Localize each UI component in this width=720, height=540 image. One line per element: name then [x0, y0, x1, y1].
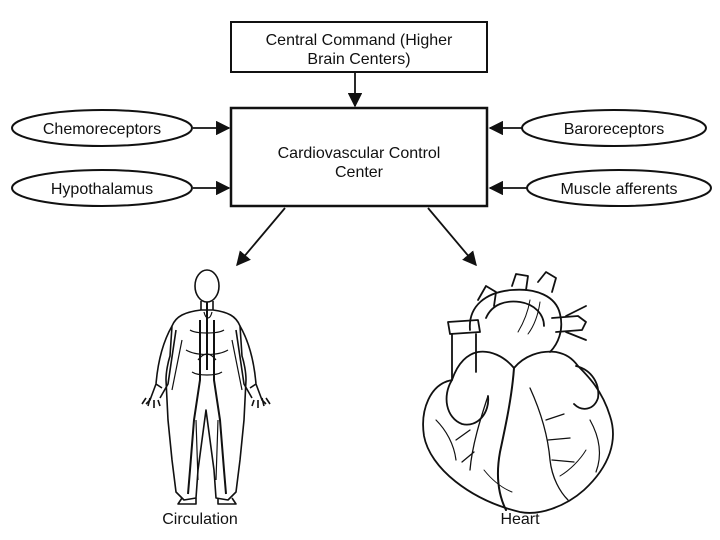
heart-illustration: [422, 271, 614, 514]
baroreceptors-node: Baroreceptors: [521, 109, 707, 147]
heart-caption: Heart: [500, 511, 540, 528]
arrow-to-heart: [427, 207, 477, 267]
muscle-afferents-label: Muscle afferents: [560, 181, 677, 198]
central-command-line1: Central Command (Higher: [266, 32, 453, 49]
central-command-line2: Brain Centers): [307, 51, 410, 68]
chemoreceptors-label: Chemoreceptors: [43, 121, 161, 138]
circulation-caption: Circulation: [162, 511, 238, 528]
control-center-box: Cardiovascular Control Center: [229, 106, 489, 208]
arrow-to-circulation: [236, 207, 286, 267]
baroreceptors-label: Baroreceptors: [564, 121, 665, 138]
control-center-line2: Center: [335, 164, 384, 181]
hypothalamus-node: Hypothalamus: [11, 169, 193, 207]
central-command-box: Central Command (Higher Brain Centers): [230, 21, 488, 73]
chemoreceptors-node: Chemoreceptors: [11, 109, 193, 147]
muscle-afferents-node: Muscle afferents: [526, 169, 712, 207]
circulation-figure-illustration: [141, 269, 271, 505]
control-center-line1: Cardiovascular Control: [278, 145, 441, 162]
hypothalamus-label: Hypothalamus: [51, 181, 153, 198]
